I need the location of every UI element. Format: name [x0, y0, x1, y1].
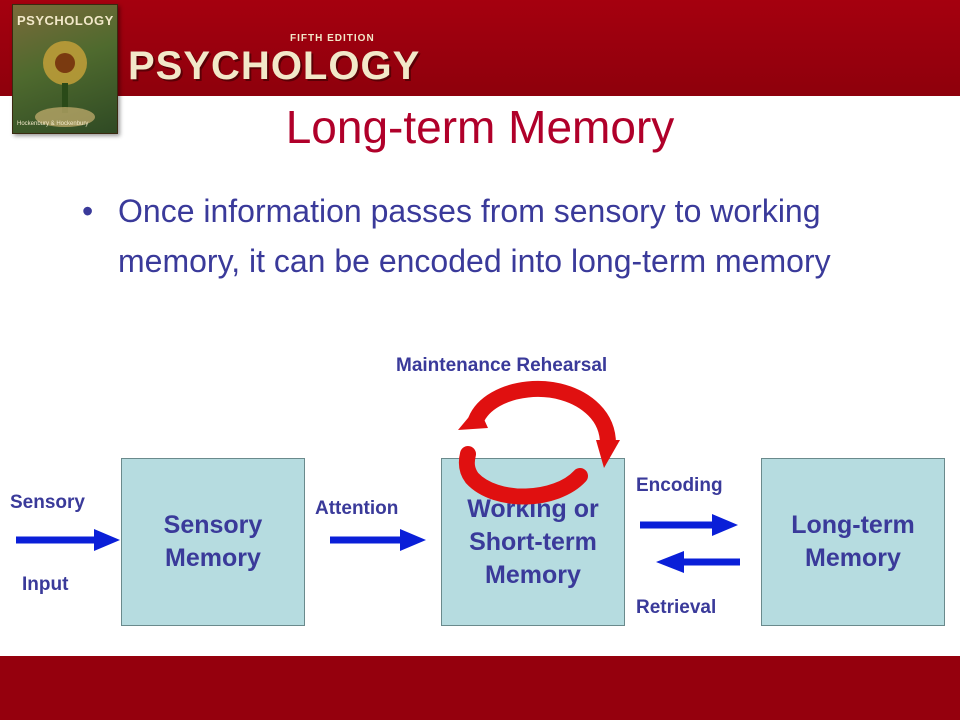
header-band [0, 0, 960, 96]
encoding-label: Encoding [636, 475, 723, 496]
cover-authors: Hockenbury & Hockenbury [17, 121, 89, 127]
sensory-memory-box: Sensory Memory [121, 458, 305, 626]
book-cover-image: PSYCHOLOGY Hockenbury & Hockenbury [12, 4, 118, 134]
edition-label: FIFTH EDITION [290, 33, 375, 44]
encoding-arrow-icon [640, 514, 738, 536]
sensory-input-label: Input [22, 574, 69, 595]
long-term-memory-box: Long-term Memory [761, 458, 945, 626]
cover-title: PSYCHOLOGY [17, 13, 114, 28]
flower-illustration-icon [35, 41, 95, 127]
bullet-dot-icon: • [82, 193, 94, 229]
sensory-top-label: Sensory [10, 492, 85, 513]
attention-label: Attention [315, 498, 399, 519]
sensory-input-arrow-icon [16, 529, 120, 551]
attention-arrow-icon [330, 529, 426, 551]
footer-band [0, 656, 960, 720]
maintenance-rehearsal-label: Maintenance Rehearsal [396, 355, 608, 376]
brand-logo: PSYCHOLOGY [128, 44, 421, 88]
bullet-text: Once information passes from sensory to … [118, 193, 831, 279]
retrieval-label: Retrieval [636, 597, 717, 618]
rehearsal-cycle-icon [458, 381, 620, 505]
retrieval-arrow-icon [656, 551, 740, 573]
slide-title: Long-term Memory [285, 101, 675, 153]
